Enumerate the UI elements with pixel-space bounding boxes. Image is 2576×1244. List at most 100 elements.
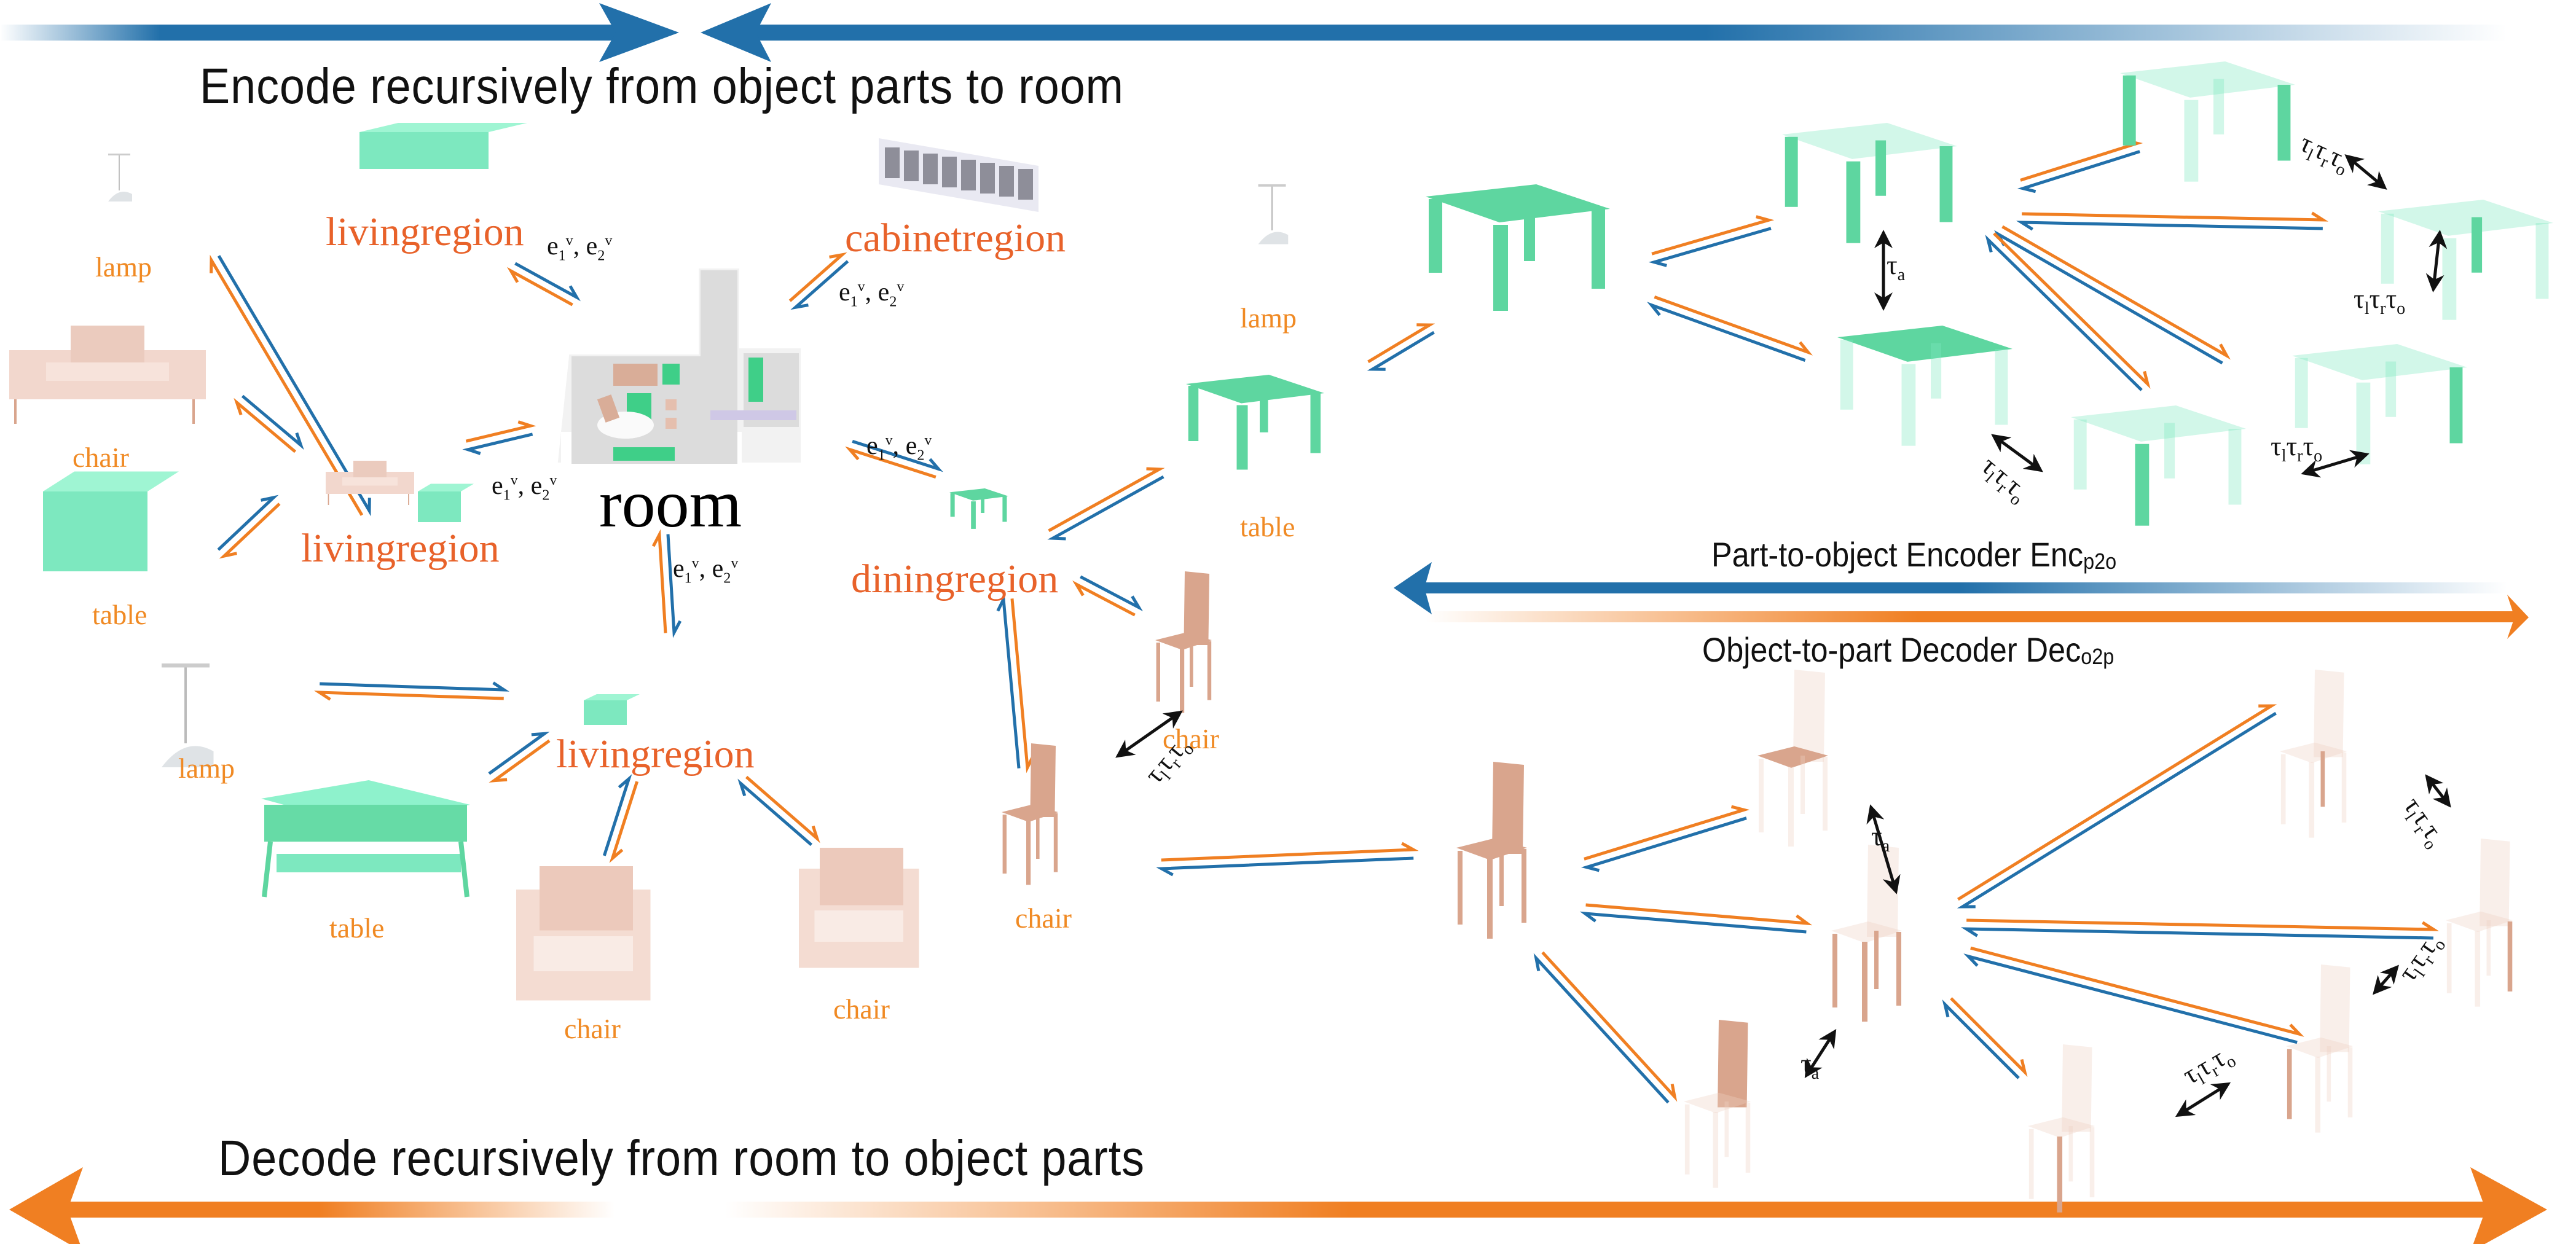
encode-edge	[1961, 927, 2433, 940]
encode-edge	[1985, 234, 2143, 391]
relation-double-arrow[interactable]	[2425, 774, 2451, 808]
chair-render	[1155, 571, 1212, 713]
leaf-label-table: table	[92, 599, 147, 630]
encode-edge	[602, 774, 632, 856]
encode-edge	[217, 495, 279, 551]
table-render	[1782, 123, 1957, 243]
relation-arrows	[1115, 154, 2451, 1117]
relation-double-arrow[interactable]	[2373, 964, 2399, 995]
decode-edge	[1584, 805, 1750, 861]
relation-double-arrow[interactable]	[1866, 804, 1901, 894]
edge-feature-label: e1v, e2v	[492, 472, 557, 504]
decode-edge	[1950, 997, 2028, 1078]
edge-chair-parts	[1156, 842, 1419, 877]
encode-edge	[1581, 816, 1747, 872]
armchair-render	[516, 866, 651, 1001]
encode-edge	[1963, 953, 2298, 1044]
encode-edge	[1957, 711, 2277, 909]
relation-double-arrow[interactable]	[1115, 710, 1183, 758]
sofa-render	[326, 461, 414, 506]
relation-label: τlτrτo	[2271, 431, 2323, 466]
encode-edge	[1647, 302, 1806, 362]
decode-edge	[651, 529, 667, 633]
table-render	[2378, 200, 2553, 320]
leaf-label-table: table	[1240, 511, 1295, 542]
region-label-livingregion-bottom: livingregion	[556, 732, 755, 777]
encode-edge	[852, 439, 943, 472]
encode-arrow-right	[701, 3, 2507, 62]
decode-edge	[788, 252, 847, 302]
edge-chair-2	[1579, 903, 1813, 934]
decode-edge	[745, 775, 820, 843]
part-encoder-arrow	[1394, 562, 2507, 614]
encode-edge	[241, 394, 304, 450]
mini-table-render	[584, 694, 640, 725]
decode-edge	[1654, 295, 1813, 356]
edge-table-adj	[1647, 295, 1813, 362]
decode-edge	[1970, 946, 2304, 1037]
decode-title: Decode recursively from room to object p…	[218, 1130, 1145, 1186]
encode-edge	[666, 534, 682, 638]
edge-livingregion-lamp	[210, 254, 371, 517]
armchair-render	[799, 848, 919, 968]
edge-room-livingregion-top	[507, 262, 581, 307]
chair-render	[2446, 839, 2513, 1007]
part-encoder-label: Part-to-object Encoder Encp2o	[1711, 535, 2117, 574]
part-decoder-label: Object-to-part Decoder Deco2p	[1702, 630, 2115, 669]
encode-edge	[1994, 230, 2223, 365]
chair-render	[2286, 964, 2354, 1133]
edge-feature-label: e1v, e2v	[839, 278, 905, 310]
decode-edge	[1541, 951, 1678, 1102]
edge-feature-label: e1v, e2v	[547, 232, 613, 264]
relation-double-arrow[interactable]	[2344, 154, 2387, 190]
edge-part-3	[1994, 225, 2231, 365]
leaf-label-lamp: lamp	[1240, 302, 1297, 334]
relation-label: τa	[1871, 821, 1890, 856]
relation-label: τa	[1887, 250, 1906, 284]
decode-edge	[489, 739, 551, 783]
encode-edge	[1367, 331, 1435, 371]
object-renders	[9, 61, 2553, 1213]
edge-part-1	[2017, 138, 2143, 194]
encode-edge	[488, 732, 550, 775]
lamp-render	[108, 154, 132, 201]
relation-double-arrow[interactable]	[1991, 434, 2043, 472]
relation-double-arrow[interactable]	[2425, 230, 2448, 292]
chair-render	[2280, 670, 2347, 838]
relation-double-arrow[interactable]	[2175, 1082, 2231, 1117]
room-label: room	[599, 466, 742, 541]
chair-render	[1002, 743, 1058, 885]
chair-render	[1684, 1020, 1751, 1188]
relation-label: τa	[1800, 1049, 1820, 1083]
edge-feature-label: e1v, e2v	[673, 555, 739, 587]
edge-feature-label: e1v, e2v	[866, 432, 932, 464]
leaf-label-chair: chair	[564, 1013, 621, 1044]
decode-edge	[219, 503, 281, 559]
encode-edge	[737, 778, 813, 847]
edge-chair-1	[1581, 805, 1750, 872]
relation-double-arrow[interactable]	[2301, 450, 2370, 478]
table-render	[1426, 184, 1610, 311]
region-label-livingregion-top: livingregion	[326, 209, 524, 254]
decode-edge	[1993, 232, 2151, 389]
decode-edge	[210, 254, 364, 516]
relation-double-arrow[interactable]	[1804, 1028, 1837, 1079]
table-cube-render	[43, 471, 179, 571]
decode-edge	[609, 781, 639, 863]
table-render	[2071, 405, 2246, 526]
encode-edge	[1080, 575, 1143, 612]
edge-livingregion-table	[217, 495, 281, 559]
leaf-label-lamp: lamp	[178, 753, 235, 784]
encode-arrow-left	[0, 3, 679, 62]
edge-chair-7	[1942, 997, 2028, 1079]
room-floorplan-image	[548, 260, 809, 471]
edge-chair-6	[1963, 946, 2304, 1044]
hierarchy-edges	[210, 138, 2439, 1104]
decode-arrow-right	[725, 1167, 2547, 1244]
decode-arrow-left	[9, 1167, 615, 1244]
decode-edge	[2020, 138, 2143, 182]
sofa-render	[9, 326, 206, 424]
tv-stand-render	[359, 123, 527, 169]
